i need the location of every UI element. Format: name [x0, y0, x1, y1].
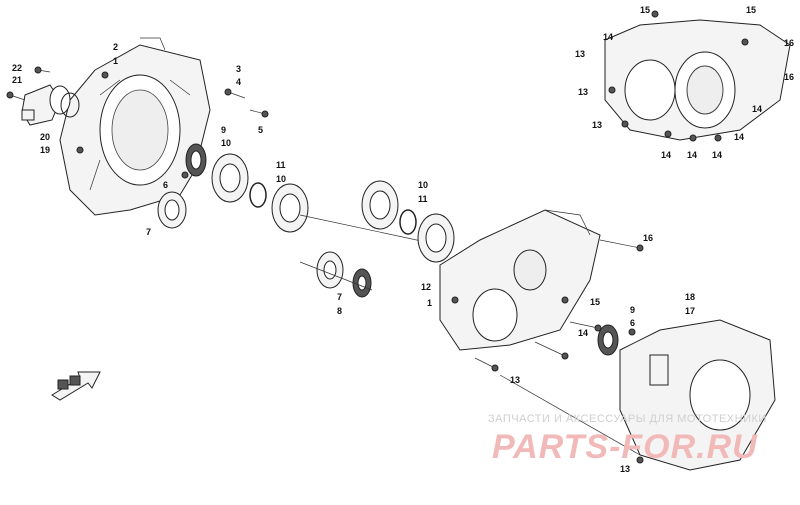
- callout-13d: 13: [578, 87, 588, 97]
- clutch-side-cover: [597, 319, 776, 471]
- callout-20: 20: [40, 132, 50, 142]
- callout-14e: 14: [661, 150, 671, 160]
- callout-labels: 22 21 20 19 2 1 3 4 5 9 10 11 10 6 7 10 …: [12, 5, 794, 474]
- callout-4: 4: [236, 77, 241, 87]
- left-crankcase-half: [59, 44, 211, 216]
- callout-14g: 14: [712, 150, 722, 160]
- callout-9b: 9: [630, 305, 635, 315]
- bolts-left: [6, 37, 269, 118]
- watermark-logo: PARTS-FOR.RU: [492, 428, 758, 466]
- watermark-subtitle: ЗАПЧАСТИ И АКСЕССУАРЫ ДЛЯ МОТОТЕХНИКИ: [488, 413, 767, 425]
- callout-14a: 14: [578, 328, 588, 338]
- callout-15a: 15: [590, 297, 600, 307]
- callout-15c: 15: [746, 5, 756, 15]
- bearings-left-chain: [157, 143, 309, 233]
- right-crankcase-half: [439, 209, 601, 351]
- callout-9a: 9: [221, 125, 226, 135]
- callout-17: 17: [685, 306, 695, 316]
- front-direction-arrow: [51, 371, 101, 401]
- callout-22: 22: [12, 63, 22, 73]
- callout-8: 8: [337, 306, 342, 316]
- watermark: ЗАПЧАСТИ И АКСЕССУАРЫ ДЛЯ МОТОТЕХНИКИ PA…: [488, 413, 767, 466]
- callout-14d: 14: [734, 132, 744, 142]
- callout-16b: 16: [784, 38, 794, 48]
- callout-6a: 6: [163, 180, 168, 190]
- callout-21: 21: [12, 75, 22, 85]
- callout-1a: 1: [113, 56, 118, 66]
- callout-14f: 14: [687, 150, 697, 160]
- callout-13e: 13: [592, 120, 602, 130]
- callout-10c: 10: [418, 180, 428, 190]
- callout-2: 2: [113, 42, 118, 52]
- bearings-center-chain: [299, 180, 455, 298]
- callout-1b: 1: [427, 298, 432, 308]
- callout-14c: 14: [752, 104, 762, 114]
- callout-12: 12: [421, 282, 431, 292]
- callout-7b: 7: [337, 292, 342, 302]
- callout-13a: 13: [510, 375, 520, 385]
- crankcase-detail-view: [604, 10, 791, 142]
- callout-5: 5: [258, 125, 263, 135]
- callout-13c: 13: [575, 49, 585, 59]
- callout-11b: 11: [418, 194, 428, 204]
- callout-10a: 10: [221, 138, 231, 148]
- callout-11a: 11: [276, 160, 286, 170]
- callout-16a: 16: [643, 233, 653, 243]
- callout-7a: 7: [146, 227, 151, 237]
- callout-15b: 15: [640, 5, 650, 15]
- callout-3: 3: [236, 64, 241, 74]
- bolts-center: [474, 239, 644, 456]
- callout-13b: 13: [620, 464, 630, 474]
- water-pump-left: [21, 84, 80, 126]
- callout-16c: 16: [784, 72, 794, 82]
- callout-18: 18: [685, 292, 695, 302]
- callout-14b: 14: [603, 32, 613, 42]
- callout-6b: 6: [630, 318, 635, 328]
- callout-19: 19: [40, 145, 50, 155]
- callout-10b: 10: [276, 174, 286, 184]
